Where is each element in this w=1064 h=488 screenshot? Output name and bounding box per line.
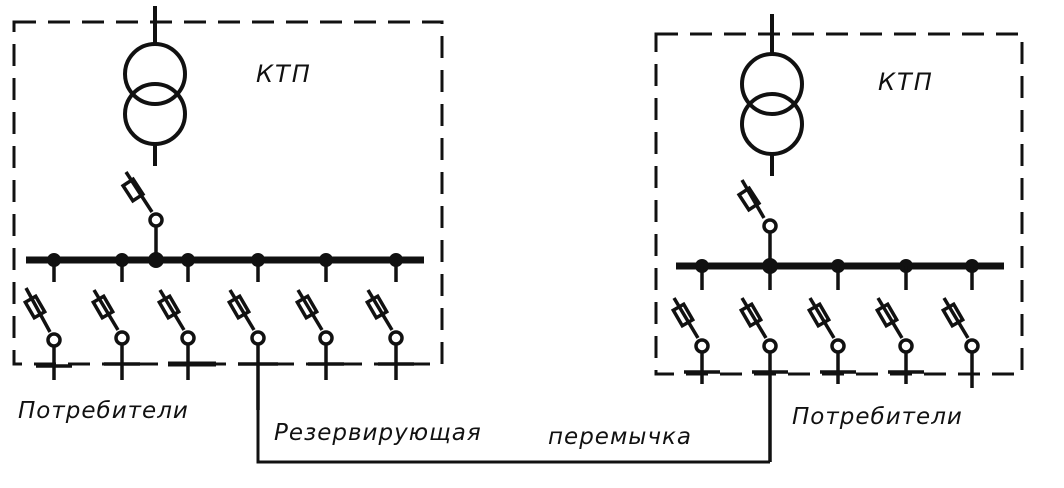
reserve-jumper-label-word2: перемычка bbox=[548, 424, 692, 450]
transformer-right-icon bbox=[740, 14, 804, 176]
consumers-left-label: Потребители bbox=[18, 398, 189, 424]
outgoing-switch-left-3-icon bbox=[156, 260, 216, 380]
outgoing-switch-right-1-icon bbox=[670, 266, 720, 384]
outgoing-switch-right-5-icon bbox=[940, 266, 980, 388]
feeder-switch-right-icon bbox=[736, 179, 778, 266]
transformer-left-icon bbox=[123, 6, 187, 166]
outgoing-switch-left-5-icon bbox=[294, 260, 344, 380]
reserve-jumper-line bbox=[256, 410, 770, 464]
outgoing-switch-left-4-icon bbox=[226, 260, 278, 410]
ktp-left-boundary bbox=[12, 20, 444, 366]
feeder-switch-left-icon bbox=[120, 171, 164, 260]
consumers-right-label: Потребители bbox=[792, 404, 963, 430]
ktp-right-boundary bbox=[654, 32, 1024, 376]
outgoing-switch-left-2-icon bbox=[90, 260, 140, 380]
ktp-left-label: КТП bbox=[256, 60, 312, 88]
outgoing-switch-right-3-icon bbox=[806, 266, 856, 384]
outgoing-switches-left bbox=[22, 260, 414, 410]
reserve-jumper-label-word1: Резервирующая bbox=[274, 420, 482, 446]
outgoing-switches-right bbox=[670, 266, 980, 462]
outgoing-switch-right-4-icon bbox=[874, 266, 924, 384]
ktp-right-label: КТП bbox=[878, 68, 934, 96]
outgoing-switch-left-6-icon bbox=[364, 260, 414, 380]
outgoing-switch-right-2-icon bbox=[738, 266, 788, 462]
outgoing-switch-left-1-icon bbox=[22, 260, 72, 380]
